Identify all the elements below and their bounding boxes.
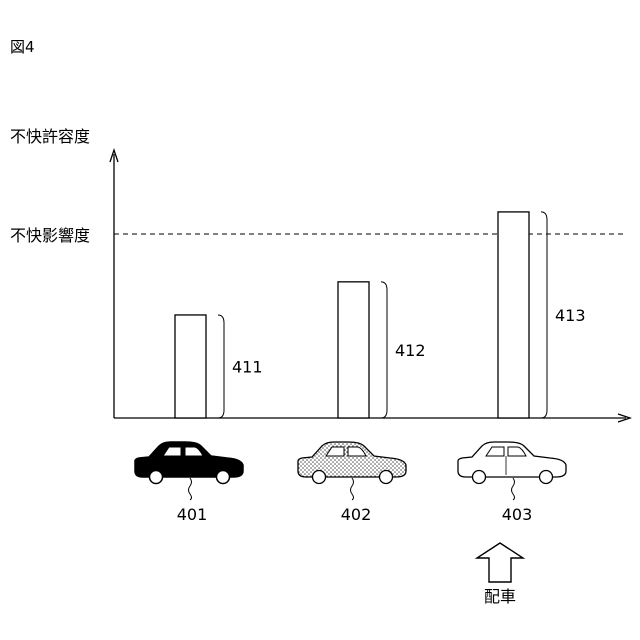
dispatch-arrow-icon xyxy=(477,543,523,582)
leader-401 xyxy=(189,478,192,500)
bar-label-413: 413 xyxy=(555,306,586,325)
bar-411 xyxy=(175,315,206,418)
vehicles-group xyxy=(135,442,566,500)
vehicle-ref-401: 401 xyxy=(177,505,208,524)
brace-412 xyxy=(381,282,387,418)
figure-label: 図4 xyxy=(10,38,35,56)
bar-label-411: 411 xyxy=(232,357,263,376)
vehicle-403-icon xyxy=(458,442,566,484)
y-axis-label: 不快許容度 xyxy=(10,127,90,146)
bar-label-412: 412 xyxy=(395,341,426,360)
leader-403 xyxy=(512,478,515,500)
dispatch-label: 配車 xyxy=(484,587,516,606)
bar-413 xyxy=(498,212,529,418)
leader-402 xyxy=(351,478,354,500)
brace-413 xyxy=(541,212,547,418)
threshold-label: 不快影響度 xyxy=(10,226,90,245)
vehicle-ref-403: 403 xyxy=(502,505,533,524)
bars-group: 411 412 413 xyxy=(175,212,586,418)
bar-412 xyxy=(338,282,369,418)
vehicle-401-icon xyxy=(135,442,243,484)
vehicle-402-icon xyxy=(298,442,406,484)
vehicle-ref-402: 402 xyxy=(341,505,372,524)
brace-411 xyxy=(218,315,224,418)
